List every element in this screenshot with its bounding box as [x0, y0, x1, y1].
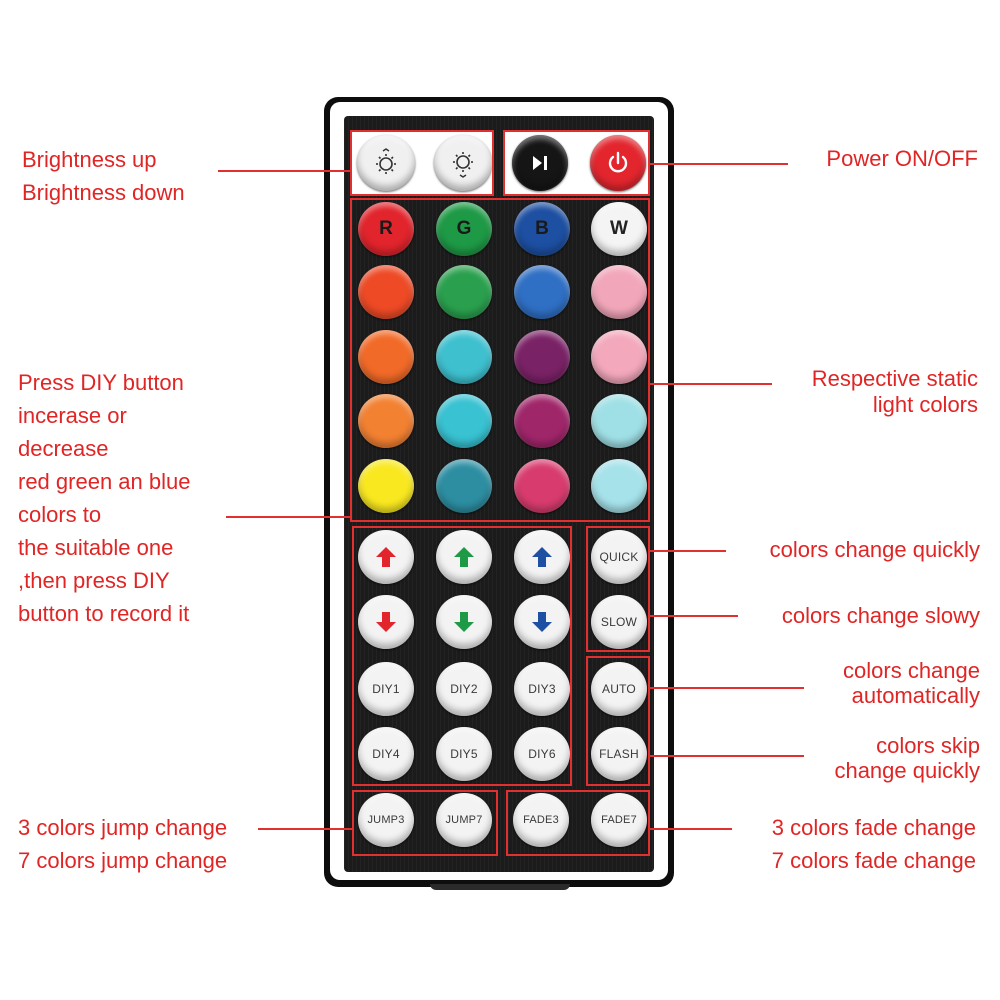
- green-down-button[interactable]: [436, 595, 492, 649]
- flash-button[interactable]: FLASH: [591, 727, 647, 781]
- blue-up-button[interactable]: [514, 530, 570, 584]
- brightness-leader: [218, 170, 350, 172]
- color-letter-label: W: [610, 218, 628, 239]
- auto-label: colors change automatically: [843, 658, 980, 708]
- jump-leader: [258, 828, 352, 830]
- fade7-button[interactable]: FADE7: [591, 793, 647, 847]
- power-leader: [650, 163, 788, 165]
- color-button-r5c4[interactable]: [591, 459, 647, 513]
- fade-leader: [650, 828, 732, 830]
- color-button-r5c1[interactable]: [358, 459, 414, 513]
- diy3-button[interactable]: DIY3: [514, 662, 570, 716]
- red-up-button[interactable]: [358, 530, 414, 584]
- slow-leader: [650, 615, 738, 617]
- jump7-button[interactable]: JUMP7: [436, 793, 492, 847]
- diy2-button[interactable]: DIY2: [436, 662, 492, 716]
- color-button-r4c2[interactable]: [436, 394, 492, 448]
- flash-leader: [650, 755, 804, 757]
- color-button-r5c3[interactable]: [514, 459, 570, 513]
- color-letter-label: B: [535, 218, 549, 239]
- sun-up-icon: [371, 148, 401, 178]
- color-button-r3c1[interactable]: [358, 330, 414, 384]
- quick-leader: [650, 550, 726, 552]
- color-button-r2c4[interactable]: [591, 265, 647, 319]
- fade3-button[interactable]: FADE3: [513, 793, 569, 847]
- quick-label: colors change quickly: [769, 537, 980, 562]
- auto-leader: [650, 687, 804, 689]
- static-colors-label: Respective static light colors: [811, 366, 978, 417]
- flash-label: colors skip change quickly: [834, 733, 980, 783]
- fade-label: 3 colors fade change 7 colors fade chang…: [771, 815, 976, 873]
- jump-label: 3 colors jump change 7 colors jump chang…: [18, 815, 228, 873]
- diy-instructions-label: Press DIY button incerase or decrease re…: [18, 370, 191, 626]
- play-pause-icon: [527, 150, 553, 176]
- ir-emitter: [430, 884, 570, 890]
- diy5-button[interactable]: DIY5: [436, 727, 492, 781]
- diy1-button[interactable]: DIY1: [358, 662, 414, 716]
- color-button-r2c2[interactable]: [436, 265, 492, 319]
- auto-button[interactable]: AUTO: [591, 662, 647, 716]
- brightness-up-button[interactable]: [357, 135, 415, 191]
- static-colors-leader: [650, 383, 772, 385]
- slow-label: colors change slowy: [781, 603, 980, 628]
- arrow-down-icon: [376, 612, 396, 632]
- diy4-button[interactable]: DIY4: [358, 727, 414, 781]
- color-button-r3c2[interactable]: [436, 330, 492, 384]
- color-button-r5c2[interactable]: [436, 459, 492, 513]
- arrow-down-icon: [454, 612, 474, 632]
- brightness-label: Brightness up Brightness down: [22, 147, 185, 205]
- arrow-up-icon: [532, 547, 552, 567]
- arrow-down-icon: [532, 612, 552, 632]
- color-button-r1c2[interactable]: G: [436, 202, 492, 256]
- sun-down-icon: [448, 148, 478, 178]
- blue-down-button[interactable]: [514, 595, 570, 649]
- diy-leader: [226, 516, 352, 518]
- color-letter-label: R: [379, 218, 393, 239]
- arrow-up-icon: [376, 547, 396, 567]
- diy6-button[interactable]: DIY6: [514, 727, 570, 781]
- color-letter-label: G: [456, 218, 472, 239]
- power-button[interactable]: [590, 135, 646, 191]
- color-button-r4c4[interactable]: [591, 394, 647, 448]
- color-button-r1c1[interactable]: R: [358, 202, 414, 256]
- color-button-r3c3[interactable]: [514, 330, 570, 384]
- green-up-button[interactable]: [436, 530, 492, 584]
- power-icon: [604, 149, 632, 177]
- color-button-r1c3[interactable]: B: [514, 202, 570, 256]
- red-down-button[interactable]: [358, 595, 414, 649]
- power-label: Power ON/OFF: [826, 146, 978, 171]
- arrow-up-icon: [454, 547, 474, 567]
- quick-button[interactable]: QUICK: [591, 530, 647, 584]
- jump3-button[interactable]: JUMP3: [358, 793, 414, 847]
- color-button-r2c3[interactable]: [514, 265, 570, 319]
- brightness-down-button[interactable]: [434, 135, 492, 191]
- play-pause-button[interactable]: [512, 135, 568, 191]
- color-button-r4c1[interactable]: [358, 394, 414, 448]
- color-button-r4c3[interactable]: [514, 394, 570, 448]
- color-button-r3c4[interactable]: [591, 330, 647, 384]
- slow-button[interactable]: SLOW: [591, 595, 647, 649]
- color-button-r2c1[interactable]: [358, 265, 414, 319]
- color-button-r1c4[interactable]: W: [591, 202, 647, 256]
